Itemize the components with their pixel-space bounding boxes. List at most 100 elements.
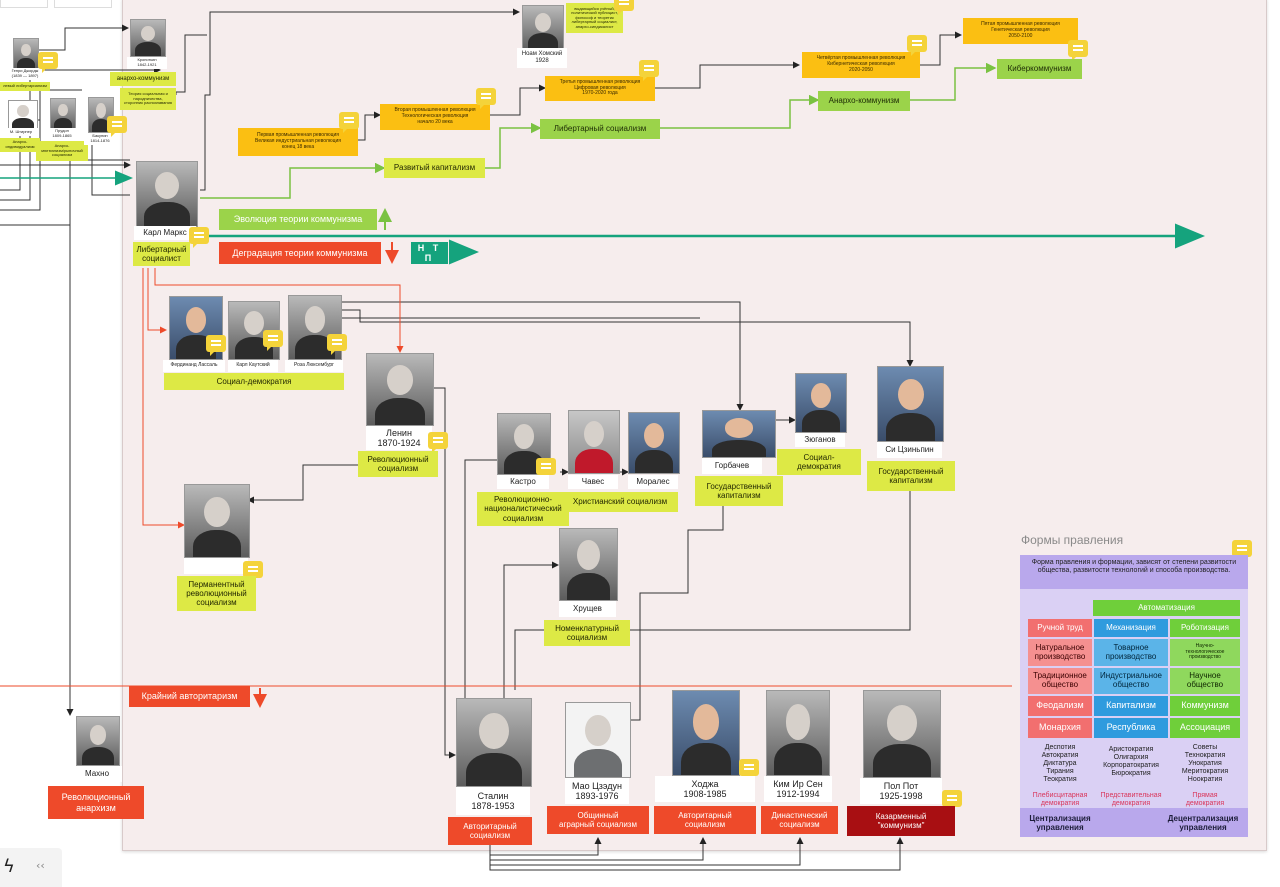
legend-footer (1020, 808, 1248, 837)
morales-photo (628, 412, 680, 474)
comment-icon[interactable] (614, 0, 634, 15)
decentralization-label: Децентрализация управления (1167, 814, 1239, 833)
comment-icon[interactable] (476, 88, 496, 109)
degradation-label: Деградация теории коммунизма (219, 242, 381, 264)
hoxha-tag: Авторитарный социализм (654, 806, 756, 834)
developed-capitalism: Развитый капитализм (384, 158, 485, 178)
legend-democracy-mid: Представительная демократия (1100, 792, 1162, 808)
gorbachev-tag: Государственный капитализм (695, 476, 783, 506)
lenin-tag: Революционный социализм (358, 451, 438, 477)
chavez-tag: Христианский социализм (562, 492, 678, 512)
top-input-box[interactable] (0, 0, 48, 8)
legend-forms-mid: Аристократия Олигархия Корпоратократия Б… (1103, 746, 1159, 778)
cybercommunism: Киберкоммунизм (997, 59, 1082, 79)
legend-cell: Республика (1094, 718, 1168, 738)
bottom-toolbar: ϟ ‹‹ (0, 848, 62, 887)
kropotkin-photo (130, 19, 166, 57)
comment-icon[interactable] (339, 112, 359, 133)
comment-icon[interactable] (942, 790, 962, 811)
comment-icon[interactable] (907, 35, 927, 56)
mao-photo (565, 702, 631, 778)
legend-cell: Капитализм (1094, 696, 1168, 716)
kropotkin-quote: Теория социальная и народничества, сторо… (120, 88, 176, 110)
polpot-tag: Казарменный "коммунизм" (847, 806, 955, 836)
comment-icon[interactable] (206, 335, 226, 356)
luxemburg-photo (288, 295, 342, 360)
trotsky-name (184, 558, 248, 574)
gorbachev-photo (702, 410, 776, 458)
hoxha-photo (672, 690, 740, 776)
legend-header: Форма правления и формации, зависят от с… (1020, 555, 1248, 589)
comment-icon[interactable] (189, 227, 209, 248)
comment-icon[interactable] (38, 52, 58, 73)
legend-forms-left: Деспотия Автократия Диктатура Тирания Те… (1041, 744, 1079, 784)
lassalle-name: Фердинанд Лассаль (163, 360, 225, 372)
kropotkin-name: Кропоткин 1842-1921 (127, 57, 167, 69)
centralization-label: Централизация управления (1029, 814, 1091, 833)
legend-cell: Ручной труд (1028, 619, 1092, 637)
makhno-name: Махно (72, 766, 122, 782)
bakunin-name: Бакунин 1814-1876 (84, 133, 116, 145)
extreme-authoritarianism-label: Крайний авторитаризм (129, 686, 250, 707)
comment-icon[interactable] (739, 759, 759, 780)
proudhon-tag: Анархо- мютюэлизм/рыночный социализм (36, 141, 88, 161)
kautsky-name: Карл Каутский (228, 360, 278, 372)
polpot-photo (863, 690, 941, 778)
makhno-tag: Революционный анархизм (48, 786, 144, 819)
legend-cell: Роботизация (1170, 619, 1240, 637)
libertarian-socialism: Либертарный социализм (540, 119, 660, 139)
comment-icon[interactable] (428, 432, 448, 453)
kim-photo (766, 690, 830, 776)
comment-icon[interactable] (263, 330, 283, 351)
xi-name: Си Цзиньпин (877, 442, 942, 458)
proudhon-photo (50, 98, 76, 130)
legend-cell: Феодализм (1028, 696, 1092, 716)
khrushchev-photo (559, 528, 618, 601)
automation-cell: Автоматизация (1093, 600, 1240, 616)
comment-icon[interactable] (536, 458, 556, 479)
mao-name: Мао Цзэдун 1893-1976 (565, 778, 629, 804)
legend-cell: Ассоциация (1170, 718, 1240, 738)
top-input-box-2[interactable] (54, 0, 112, 8)
evolution-label: Эволюция теории коммунизма (219, 209, 377, 230)
castro-tag: Революционно- националистический социали… (477, 492, 569, 526)
khrushchev-name: Хрущев (559, 601, 616, 617)
stalin-tag: Авторитарный социализм (448, 817, 532, 845)
industrial-revolution-4: Четвёртая промышленная революция Киберне… (802, 52, 920, 78)
mao-tag: Общинный аграрный социализм (547, 806, 649, 834)
lenin-name: Ленин 1870-1924 (366, 426, 432, 450)
trotsky-photo (184, 484, 250, 558)
george-tag: левый либертарианизм (0, 82, 50, 91)
legend-cell: Индустриальное общество (1094, 668, 1168, 694)
morales-name: Моралес (628, 475, 678, 489)
chomsky-desc: выдающийся учёный, политический публицис… (566, 3, 623, 33)
comment-icon[interactable] (107, 116, 127, 137)
chomsky-photo (522, 5, 564, 51)
castro-photo (497, 413, 551, 475)
chavez-name: Чавес (568, 475, 618, 489)
lenin-photo (366, 353, 434, 426)
flash-icon[interactable]: ϟ (3, 856, 15, 877)
legend-cell: Товарное производство (1094, 639, 1168, 666)
gorbachev-name: Горбачев (702, 458, 762, 474)
stalin-name: Сталин 1878-1953 (456, 787, 530, 815)
kim-name: Ким Ир Сен 1912-1994 (764, 776, 832, 802)
zyuganov-name: Зюганов (795, 433, 845, 447)
anarcho-communism-tag: анархо-коммунизм (110, 72, 176, 86)
zyuganov-photo (795, 373, 847, 433)
luxemburg-name: Роза Люксембург (285, 360, 343, 372)
comment-icon[interactable] (639, 60, 659, 81)
makhno-photo (76, 716, 120, 766)
collapse-icon[interactable]: ‹‹ (36, 859, 45, 872)
legend-forms-right: Советы Технократия Унократия Меритократи… (1181, 744, 1229, 784)
legend-cell: Коммунизм (1170, 696, 1240, 716)
ntp-label: Н Т П (411, 242, 448, 264)
social-democracy-tag: Социал-демократия (164, 373, 344, 390)
legend-cell: Механизация (1094, 619, 1168, 637)
polpot-name: Пол Пот 1925-1998 (860, 778, 942, 804)
marx-tag: Либертарный социалист (133, 242, 190, 266)
comment-icon[interactable] (327, 334, 347, 355)
trotsky-tag: Перманентный революционный социализм (177, 576, 256, 611)
comment-icon[interactable] (1068, 40, 1088, 61)
